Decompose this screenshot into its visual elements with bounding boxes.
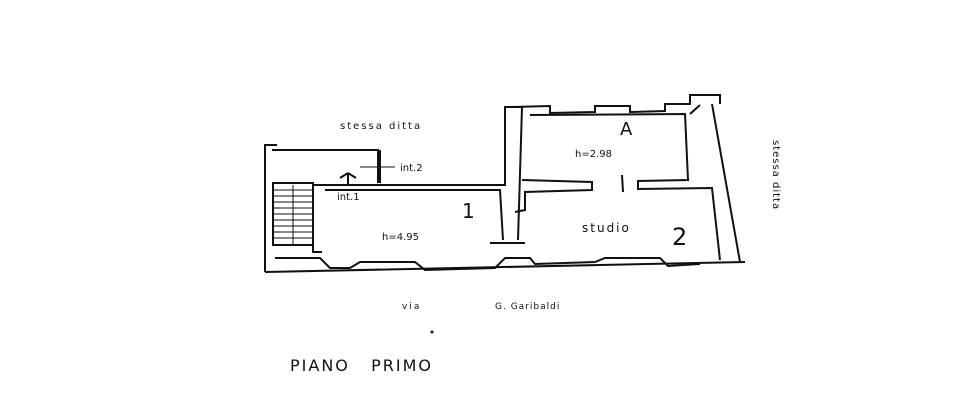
room-a-label: A xyxy=(620,119,633,140)
room-1-height: h=4.95 xyxy=(382,232,419,243)
street-prefix: via xyxy=(402,302,421,312)
stair-treads xyxy=(273,185,313,245)
room-2-name: studio xyxy=(582,221,631,235)
floor-title: PIANO PRIMO xyxy=(290,356,433,375)
room-2-label: 2 xyxy=(672,223,687,251)
dot-mark xyxy=(430,330,434,334)
int2-label: int.2 xyxy=(400,163,423,174)
neighbor-right-label: stessa ditta xyxy=(770,140,781,210)
int1-label: int.1 xyxy=(337,192,360,203)
neighbor-top-label: stessa ditta xyxy=(340,121,422,132)
street-name: G. Garibaldi xyxy=(495,302,560,312)
room-1-label: 1 xyxy=(462,199,475,223)
room-a-height: h=2.98 xyxy=(575,149,612,160)
